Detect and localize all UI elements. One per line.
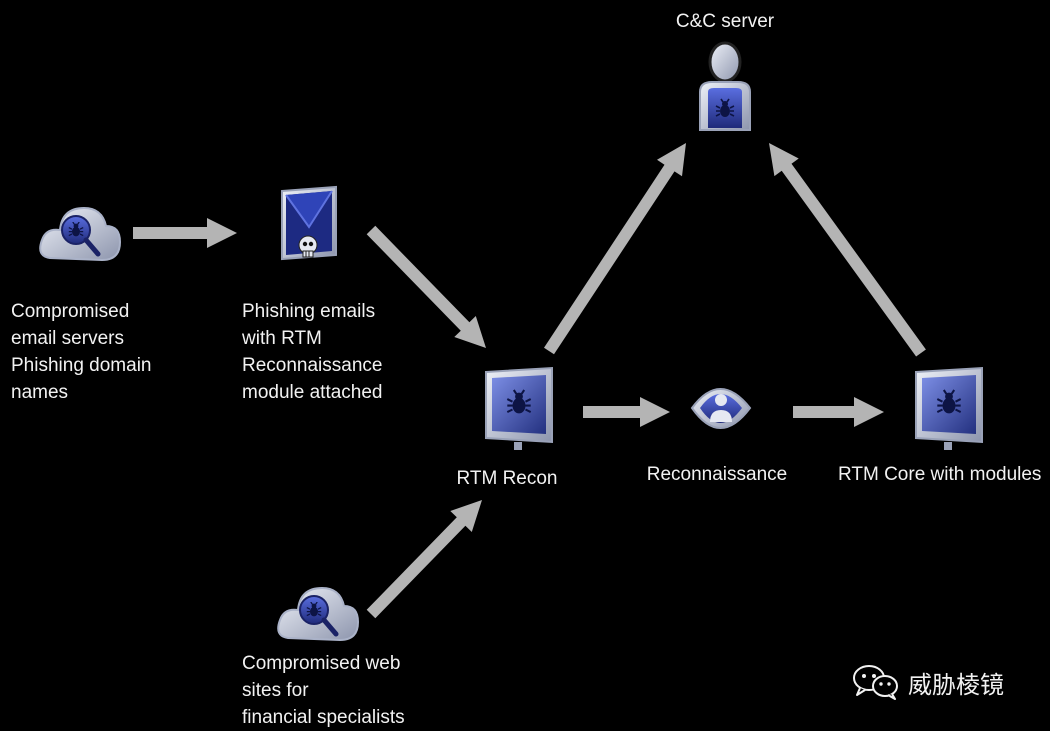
watermark: 威胁棱镜 — [852, 664, 1004, 700]
label-line: module attached — [242, 382, 383, 403]
watermark-text: 威胁棱镜 — [908, 670, 1004, 699]
label-line: with RTM — [242, 328, 322, 349]
arrow-recon_module-to-reconnaissance — [583, 397, 670, 427]
label-line: Phishing emails — [242, 301, 376, 322]
email-skull-icon — [281, 185, 337, 261]
label-line: sites for — [242, 680, 309, 701]
arrows-group — [133, 143, 926, 619]
arrow-servers-to-phishing — [133, 218, 237, 248]
servers-label: Compromised email servers Phishing domai… — [11, 298, 151, 406]
arrow-reconnaissance-to-core — [793, 397, 884, 427]
label-line: email servers — [11, 328, 124, 349]
eye-user-icon — [690, 388, 752, 429]
arrow-core-to-cnc — [769, 143, 926, 357]
recon-module-label: RTM Recon — [456, 468, 558, 489]
label-line: Compromised — [11, 301, 130, 322]
arrow-websites-to-recon_module — [366, 500, 482, 619]
label-line: Compromised web — [242, 653, 401, 674]
hacker-icon — [699, 41, 751, 131]
wechat-icon — [853, 665, 898, 700]
cnc-label: C&C server — [675, 11, 775, 32]
label-line: Phishing domain — [11, 355, 152, 376]
websites-label: Compromised web sites for financial spec… — [242, 650, 405, 731]
cloud-bug-icon — [39, 206, 122, 262]
monitor-bug-icon — [915, 366, 983, 450]
cloud-bug-icon — [277, 586, 360, 642]
arrow-phishing-to-recon_module — [366, 225, 486, 348]
monitor-bug-icon — [485, 366, 553, 450]
core-label: RTM Core with modules — [838, 464, 1042, 485]
label-line: names — [11, 382, 69, 403]
label-line: financial specialists — [242, 707, 405, 728]
reconnaissance-label: Reconnaissance — [646, 464, 788, 485]
arrow-recon_module-to-cnc — [544, 143, 686, 355]
phishing-label: Phishing emails with RTM Reconnaissance … — [242, 298, 383, 406]
label-line: Reconnaissance — [242, 355, 383, 376]
